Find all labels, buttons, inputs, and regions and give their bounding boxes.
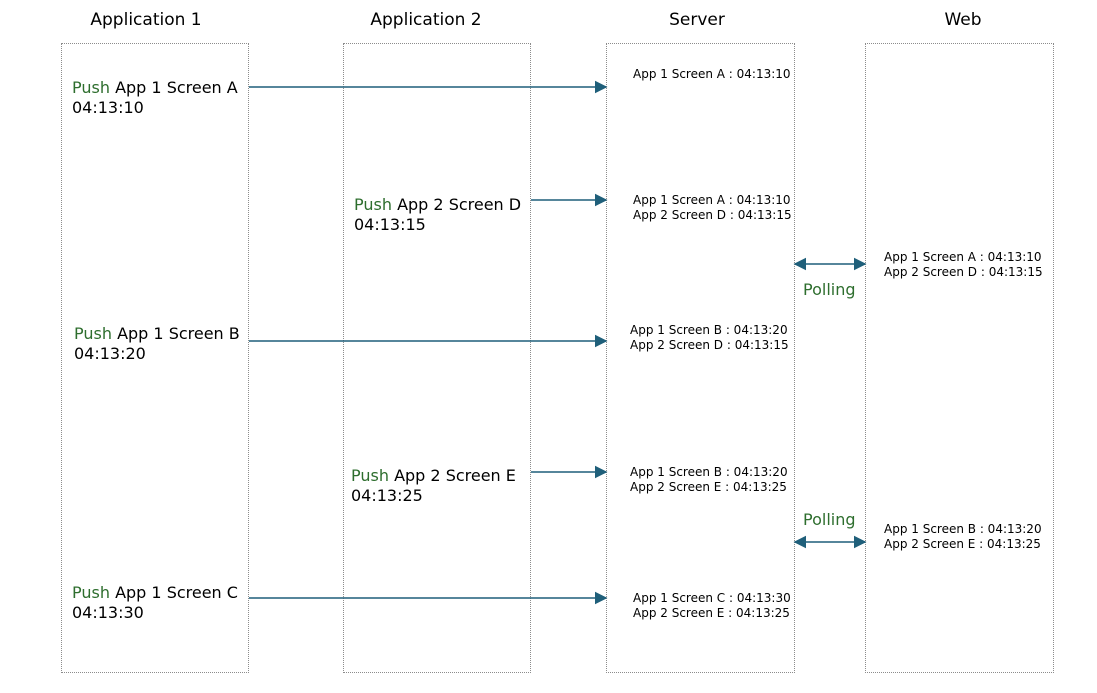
push-screen-label: App 2 Screen E xyxy=(394,466,516,485)
push-time: 04:13:25 xyxy=(351,486,423,505)
server-state-line: App 2 Screen E : 04:13:25 xyxy=(633,606,790,620)
server-state-line: App 2 Screen E : 04:13:25 xyxy=(630,480,787,494)
polling-label-2: Polling xyxy=(803,510,856,529)
server-state-5: App 1 Screen C : 04:13:30 App 2 Screen E… xyxy=(633,591,791,621)
web-state-line: App 1 Screen B : 04:13:20 xyxy=(884,522,1042,536)
polling-label-1: Polling xyxy=(803,280,856,299)
server-state-line: App 1 Screen B : 04:13:20 xyxy=(630,323,788,337)
column-title-application-1: Application 1 xyxy=(90,10,202,30)
web-state-line: App 2 Screen D : 04:13:15 xyxy=(884,265,1043,279)
push-app1-screen-c: Push App 1 Screen C 04:13:30 xyxy=(72,583,238,623)
push-time: 04:13:10 xyxy=(72,98,144,117)
push-app2-screen-d: Push App 2 Screen D 04:13:15 xyxy=(354,195,521,235)
server-state-1: App 1 Screen A : 04:13:10 xyxy=(633,67,791,82)
server-state-line: App 1 Screen A : 04:13:10 xyxy=(633,193,791,207)
lane-application-1 xyxy=(61,43,249,673)
push-app2-screen-e: Push App 2 Screen E 04:13:25 xyxy=(351,466,516,506)
lane-web xyxy=(865,43,1054,673)
push-word: Push xyxy=(72,78,110,97)
web-state-2: App 1 Screen B : 04:13:20 App 2 Screen E… xyxy=(884,522,1042,552)
push-app1-screen-b: Push App 1 Screen B 04:13:20 xyxy=(74,324,240,364)
push-screen-label: App 1 Screen B xyxy=(117,324,240,343)
push-screen-label: App 1 Screen A xyxy=(115,78,238,97)
push-word: Push xyxy=(354,195,392,214)
web-state-1: App 1 Screen A : 04:13:10 App 2 Screen D… xyxy=(884,250,1043,280)
web-state-line: App 1 Screen A : 04:13:10 xyxy=(884,250,1042,264)
push-word: Push xyxy=(72,583,110,602)
push-screen-label: App 2 Screen D xyxy=(397,195,522,214)
server-state-line: App 2 Screen D : 04:13:15 xyxy=(633,208,792,222)
push-time: 04:13:30 xyxy=(72,603,144,622)
push-word: Push xyxy=(74,324,112,343)
column-title-server: Server xyxy=(669,10,725,30)
server-state-line: App 1 Screen A : 04:13:10 xyxy=(633,67,791,81)
web-state-line: App 2 Screen E : 04:13:25 xyxy=(884,537,1041,551)
push-time: 04:13:15 xyxy=(354,215,426,234)
push-app1-screen-a: Push App 1 Screen A 04:13:10 xyxy=(72,78,238,118)
server-state-line: App 1 Screen B : 04:13:20 xyxy=(630,465,788,479)
push-word: Push xyxy=(351,466,389,485)
server-state-4: App 1 Screen B : 04:13:20 App 2 Screen E… xyxy=(630,465,788,495)
lane-application-2 xyxy=(343,43,531,673)
server-state-line: App 1 Screen C : 04:13:30 xyxy=(633,591,791,605)
push-time: 04:13:20 xyxy=(74,344,146,363)
lane-server xyxy=(606,43,795,673)
server-state-2: App 1 Screen A : 04:13:10 App 2 Screen D… xyxy=(633,193,792,223)
push-screen-label: App 1 Screen C xyxy=(115,583,238,602)
column-title-application-2: Application 2 xyxy=(370,10,482,30)
column-title-web: Web xyxy=(944,10,982,30)
server-state-line: App 2 Screen D : 04:13:15 xyxy=(630,338,789,352)
server-state-3: App 1 Screen B : 04:13:20 App 2 Screen D… xyxy=(630,323,789,353)
